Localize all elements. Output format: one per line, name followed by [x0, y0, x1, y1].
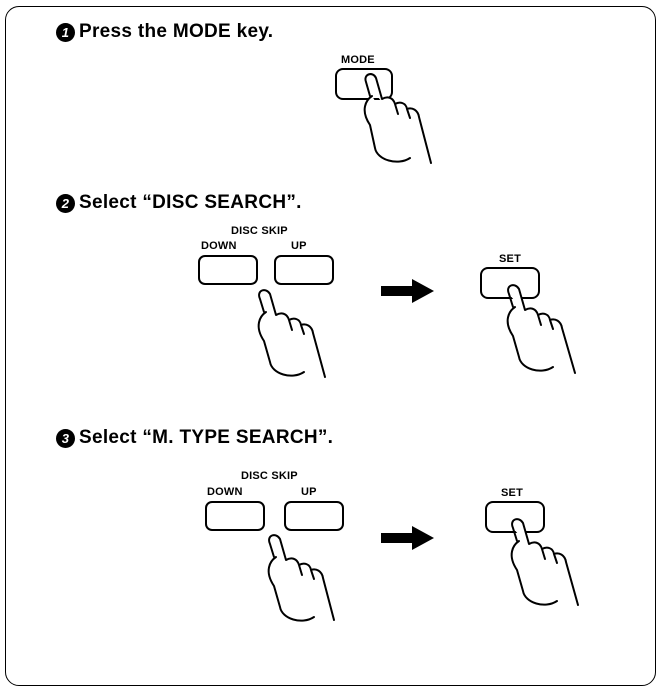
set-key-label-2: SET — [501, 487, 523, 499]
pointing-hand-icon-set-1 — [506, 284, 576, 374]
pointing-hand-icon-mode — [363, 73, 432, 164]
mode-key — [335, 68, 393, 100]
up-key-label-1: UP — [291, 240, 307, 252]
set-key-label-1: SET — [499, 253, 521, 265]
step-1-text: Press the MODE key. — [79, 21, 274, 42]
pointing-hand-icon-disc-skip-1 — [257, 289, 326, 378]
step-2-heading: 2 Select “DISC SEARCH”. — [56, 192, 302, 214]
disc-skip-down-key-1 — [198, 255, 258, 285]
arrow-right-icon-1 — [381, 279, 434, 303]
arrow-right-icon-2 — [381, 526, 434, 550]
disc-skip-label-1: DISC SKIP — [231, 225, 288, 237]
step-1-number: 1 — [56, 22, 75, 42]
disc-skip-down-key-2 — [205, 501, 265, 531]
down-key-label-1: DOWN — [201, 240, 237, 252]
pointing-hand-icon-disc-skip-2 — [267, 534, 335, 622]
step-3-number: 3 — [56, 428, 75, 448]
pointing-hand-icon-set-2 — [510, 518, 579, 606]
step-2-text: Select “DISC SEARCH”. — [79, 192, 302, 213]
disc-skip-label-2: DISC SKIP — [241, 470, 298, 482]
step-3-heading: 3 Select “M. TYPE SEARCH”. — [56, 427, 333, 449]
disc-skip-up-key-2 — [284, 501, 344, 531]
step-1-heading: 1 Press the MODE key. — [56, 21, 273, 43]
down-key-label-2: DOWN — [207, 486, 243, 498]
up-key-label-2: UP — [301, 486, 317, 498]
step-3-text: Select “M. TYPE SEARCH”. — [79, 427, 334, 448]
disc-skip-up-key-1 — [274, 255, 334, 285]
mode-key-label: MODE — [341, 54, 375, 66]
step-2-number: 2 — [56, 193, 75, 213]
